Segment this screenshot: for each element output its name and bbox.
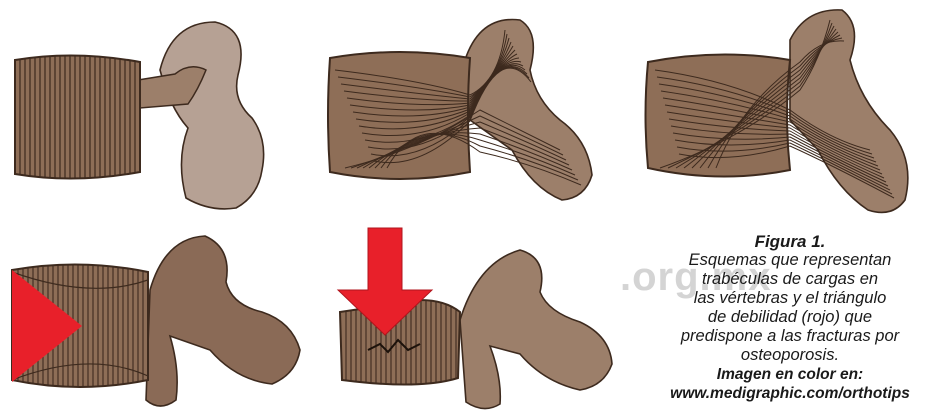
- caption-line: osteoporosis.: [625, 346, 935, 365]
- vertebral-body: [646, 54, 791, 176]
- panel-compression-fracture: [338, 228, 612, 409]
- spinous-process: [160, 22, 264, 209]
- caption-line: trabéculas de cargas en: [625, 270, 935, 289]
- caption-line: Esquemas que representan: [625, 251, 935, 270]
- spinous-process: [146, 236, 300, 406]
- caption-line: las vértebras y el triángulo: [625, 289, 935, 308]
- panel-vertical-trabeculae: [15, 22, 264, 209]
- panel-oblique-trabeculae-upper: [328, 20, 592, 201]
- color-note: Imagen en color en:: [625, 365, 935, 384]
- panel-weakness-triangle: [12, 236, 300, 406]
- vertebral-body: [15, 55, 140, 178]
- caption-line: de debilidad (rojo) que: [625, 308, 935, 327]
- panel-oblique-trabeculae-lower: [646, 10, 908, 213]
- spinous-process: [790, 10, 908, 213]
- figure-title: Figura 1.: [625, 232, 935, 251]
- caption-line: predispone a las fracturas por: [625, 327, 935, 346]
- figure-url[interactable]: www.medigraphic.com/orthotips: [625, 384, 935, 403]
- figure-caption: Figura 1. Esquemas que representan trabé…: [625, 232, 935, 403]
- spinous-process: [460, 250, 612, 409]
- spinous-process: [465, 20, 592, 201]
